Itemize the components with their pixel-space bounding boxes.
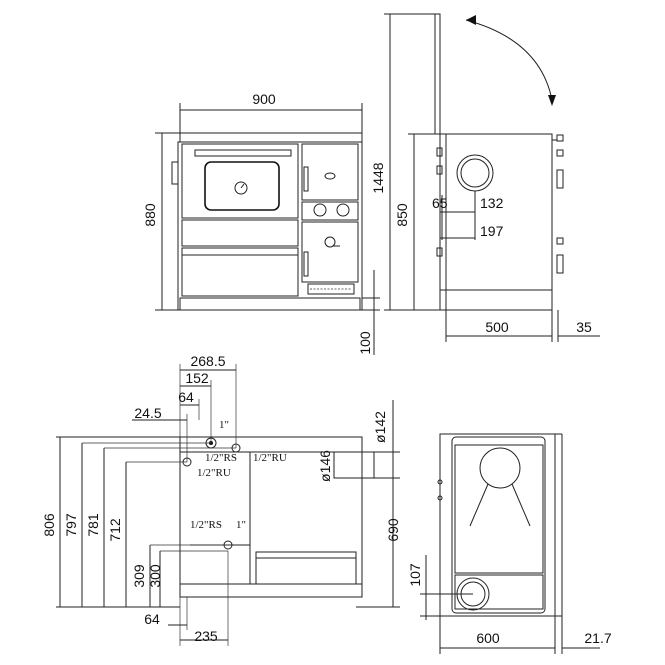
dim-197: 197 (480, 223, 504, 239)
label-rs-bottom: 1/2"RS (190, 519, 222, 531)
dim-64-bottom: 64 (144, 611, 160, 627)
dim-806: 806 (41, 513, 57, 537)
label-inch-bottom: 1" (236, 519, 246, 531)
firebox-knob-icon (324, 172, 336, 180)
dim-309: 309 (131, 564, 147, 588)
dim-front-height: 880 (142, 203, 158, 227)
dim-300: 300 (147, 564, 163, 588)
dim-65: 65 (432, 195, 448, 211)
dim-781: 781 (85, 513, 101, 537)
dim-712: 712 (107, 518, 123, 542)
flue-outlet-side (456, 154, 494, 192)
dial-right-icon (336, 203, 350, 217)
top-view: 107 600 21.7 (407, 433, 612, 654)
hotplate-circle (479, 447, 521, 489)
dim-depth: 500 (485, 319, 509, 335)
dim-268-5: 268.5 (190, 353, 225, 369)
dim-flue-142: ø142 (372, 411, 388, 443)
dim-offset: 35 (576, 319, 592, 335)
dim-front-width: 900 (252, 91, 276, 107)
dim-24-5: 24.5 (134, 405, 161, 421)
side-view: 1448 850 65 132 197 500 35 (370, 13, 600, 342)
oven-thermometer-icon (234, 181, 248, 195)
dim-legs: 100 (357, 331, 373, 355)
label-rs-top: 1/2"RS (205, 452, 237, 464)
dial-left-icon (313, 203, 327, 217)
dim-107: 107 (407, 563, 423, 587)
dim-64-top: 64 (178, 389, 194, 405)
label-inch-top: 1" (219, 419, 229, 431)
connections-view: 268.5 152 64 24.5 1" 1/2"RS 1/2"RU 1/2"R… (41, 353, 401, 646)
dim-132: 132 (480, 195, 504, 211)
air-regulator-icon (324, 236, 336, 248)
dim-235: 235 (194, 628, 218, 644)
dim-top-offset: 21.7 (584, 630, 611, 646)
dim-flue-146: ø146 (317, 450, 333, 482)
dim-152: 152 (185, 370, 209, 386)
dim-lid-open: 1448 (370, 162, 386, 193)
label-ru-left: 1/2"RU (197, 467, 231, 479)
dim-top-height: 850 (394, 203, 410, 227)
dim-797: 797 (63, 513, 79, 537)
dim-690: 690 (385, 518, 401, 542)
dim-top-width: 600 (476, 630, 500, 646)
label-ru-right: 1/2"RU (253, 452, 287, 464)
front-view: 900 880 100 (142, 91, 380, 355)
